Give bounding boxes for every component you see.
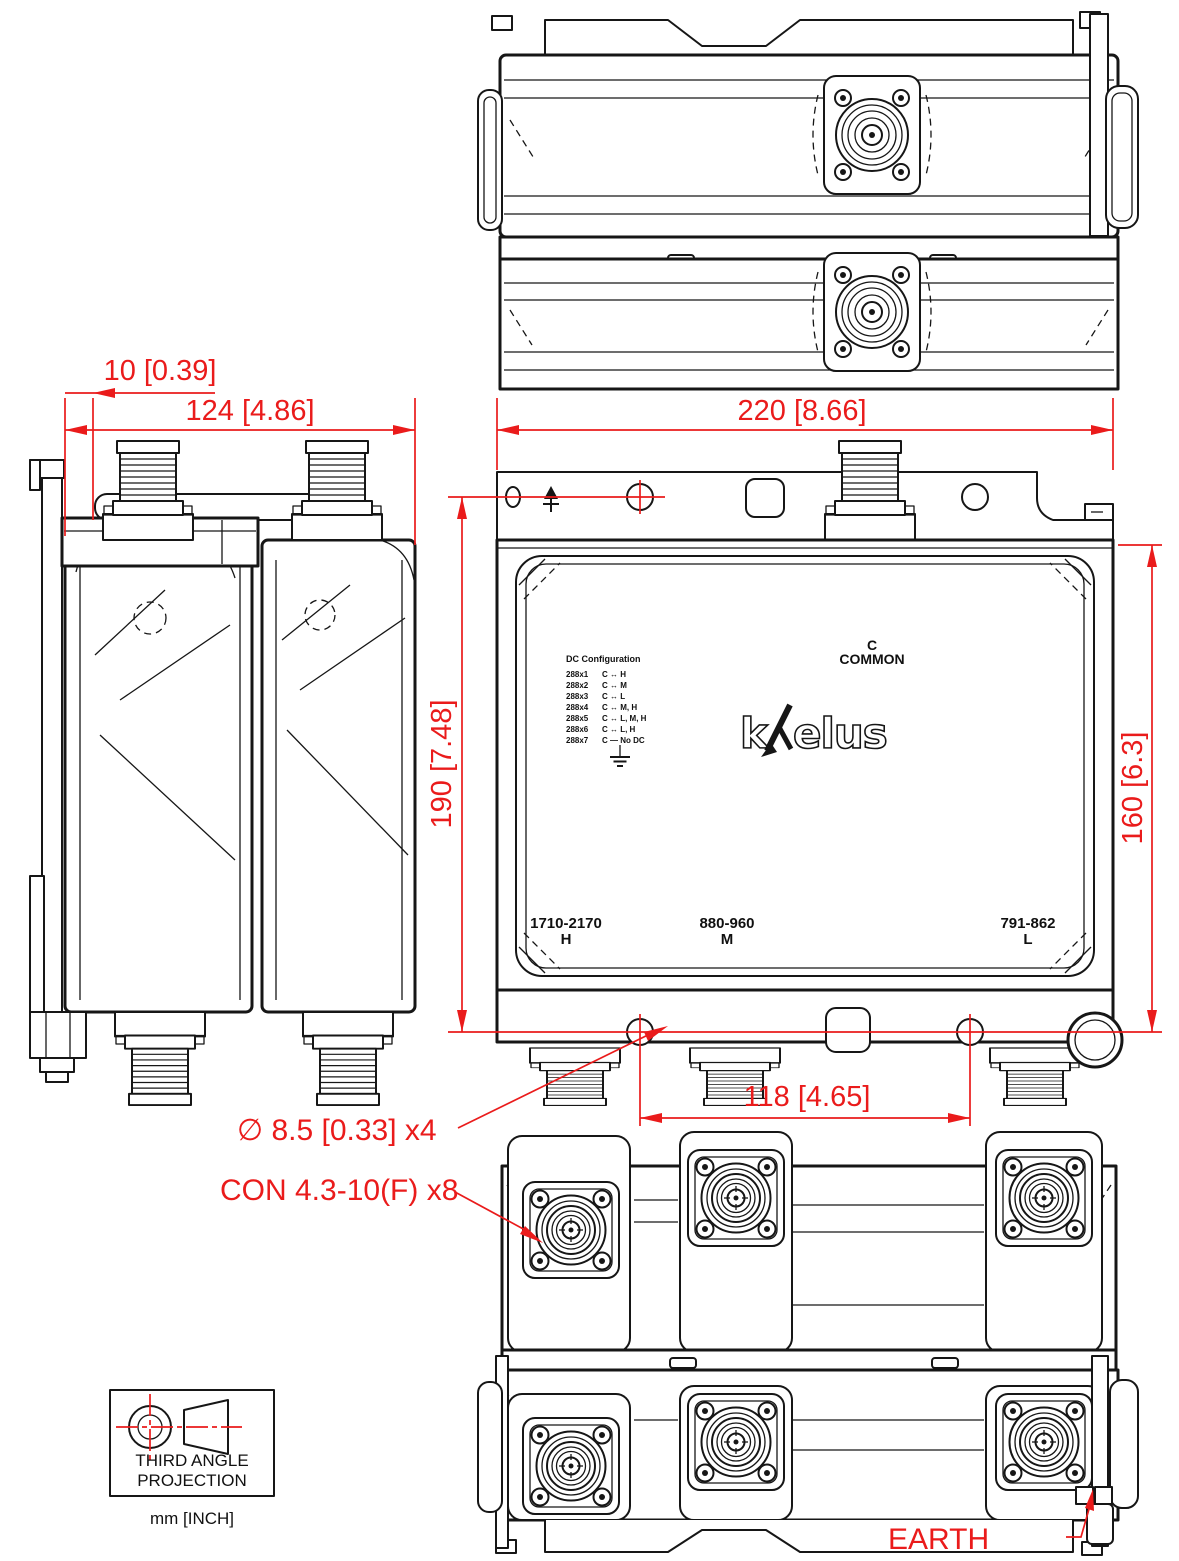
bottom-connector-high-2 [522, 1417, 620, 1515]
top-view [477, 11, 1139, 391]
dimensions: 10 [0.39] 124 [4.86] 220 [8.66] 190 [7.4… [64, 355, 1162, 1556]
bottom-view [477, 1131, 1139, 1556]
dim-body-height: 160 [6.3] [1117, 732, 1149, 845]
ground-symbol-icon [610, 745, 630, 767]
side-module-left [63, 538, 254, 1014]
top-view-upper-body [498, 53, 1120, 239]
dc-configuration-table: DC Configuration 288x1 C ↔ H 288x2 C ↔ M… [566, 654, 647, 767]
side-connector-top-right [291, 440, 383, 541]
top-bracket-plate [544, 19, 1074, 59]
projection-title-2: PROJECTION [137, 1471, 247, 1490]
earth-lug [1075, 1486, 1114, 1545]
dc-row-variant: 288x5 [566, 714, 589, 723]
dc-row-mapping: C — No DC [602, 736, 645, 745]
dim-side-width: 124 [4.86] [186, 395, 315, 427]
port-mid-frequency: 880-960 [699, 915, 754, 932]
port-high-frequency: 1710-2170 [530, 915, 602, 932]
handle-loop-section [1066, 1011, 1124, 1069]
projection-units: mm [INCH] [150, 1509, 234, 1528]
kaelus-logo: k elus [739, 703, 889, 759]
bottom-connector-high-1 [522, 1181, 620, 1279]
dc-row-variant: 288x1 [566, 670, 589, 679]
dc-row-mapping: C ↔ M, H [602, 703, 637, 712]
dc-row-mapping: C ↔ L, M, H [602, 714, 647, 723]
projection-symbol: THIRD ANGLE PROJECTION mm [INCH] [109, 1389, 275, 1528]
projection-cone-icon [183, 1399, 229, 1455]
handle-left [477, 89, 503, 231]
dc-row-mapping: C ↔ L [602, 692, 625, 701]
front-bottom-flange [495, 988, 1115, 1044]
bottom-connector-low-2 [995, 1393, 1093, 1491]
top-connector-common-front [812, 252, 932, 372]
dim-front-width: 220 [8.66] [738, 395, 867, 427]
front-connector-high [529, 1047, 621, 1107]
side-view [29, 440, 417, 1107]
callout-connectors: CON 4.3-10(F) x8 [220, 1174, 458, 1207]
square-cutout-bottom [825, 1007, 871, 1053]
square-cutout-top [745, 478, 785, 518]
handle-right [1109, 1379, 1139, 1509]
callout-earth: EARTH [888, 1523, 989, 1556]
corner-screw [491, 15, 513, 31]
bottom-bracket-plate [544, 1520, 1074, 1553]
projection-title-1: THIRD ANGLE [135, 1451, 248, 1470]
dim-front-height: 190 [7.48] [426, 700, 458, 829]
dc-row-variant: 288x3 [566, 692, 589, 701]
dc-row-variant: 288x4 [566, 703, 589, 712]
common-port-label: COMMON [839, 651, 904, 667]
dc-row-variant: 288x6 [566, 725, 589, 734]
mounting-hole-top-right [961, 483, 989, 511]
top-view-lower-body [498, 257, 1120, 391]
callout-mounting-holes: ∅ 8.5 [0.33] x4 [237, 1114, 437, 1147]
dc-row-mapping: C ↔ M [602, 681, 627, 690]
logo-elus: elus [793, 709, 887, 758]
logo-lambda-arrow [761, 743, 777, 757]
front-bracket-plate [496, 471, 1114, 541]
dc-row-mapping: C ↔ H [602, 670, 626, 679]
side-connector-bottom-left [114, 1011, 206, 1107]
bottom-connector-low-1 [995, 1149, 1093, 1247]
side-connector-bottom-right [302, 1011, 394, 1107]
handle-right [1105, 85, 1139, 229]
top-connector-common-rear [812, 75, 932, 195]
bottom-connector-mid-2 [687, 1393, 785, 1491]
front-panel-border [515, 555, 1095, 977]
port-high-label: H [561, 931, 572, 948]
bracket-lower-tab [29, 875, 45, 1013]
front-body [495, 538, 1115, 992]
bottom-connector-mid-1 [687, 1149, 785, 1247]
side-module-right [260, 538, 417, 1014]
port-low-label: L [1023, 931, 1032, 948]
dc-row-variant: 288x2 [566, 681, 589, 690]
dc-row-mapping: C ↔ L, H [602, 725, 636, 734]
common-port-letter: C [867, 637, 877, 653]
bracket-hex-nut [29, 1011, 87, 1083]
dc-config-title: DC Configuration [566, 654, 641, 664]
top-view-divider [498, 235, 1120, 261]
dc-row-variant: 288x7 [566, 736, 589, 745]
handle-left [477, 1381, 503, 1513]
front-view: C COMMON DC Configuration 288x1 C ↔ H 28… [495, 440, 1124, 1107]
port-low-frequency: 791-862 [1000, 915, 1055, 932]
side-connector-top-left [102, 440, 194, 541]
port-mid-label: M [721, 931, 734, 948]
dim-port-spacing: 118 [4.65] [744, 1081, 871, 1113]
dim-bracket-offset: 10 [0.39] [104, 355, 217, 387]
front-connector-low [989, 1047, 1081, 1107]
logo-k: k [740, 709, 769, 758]
